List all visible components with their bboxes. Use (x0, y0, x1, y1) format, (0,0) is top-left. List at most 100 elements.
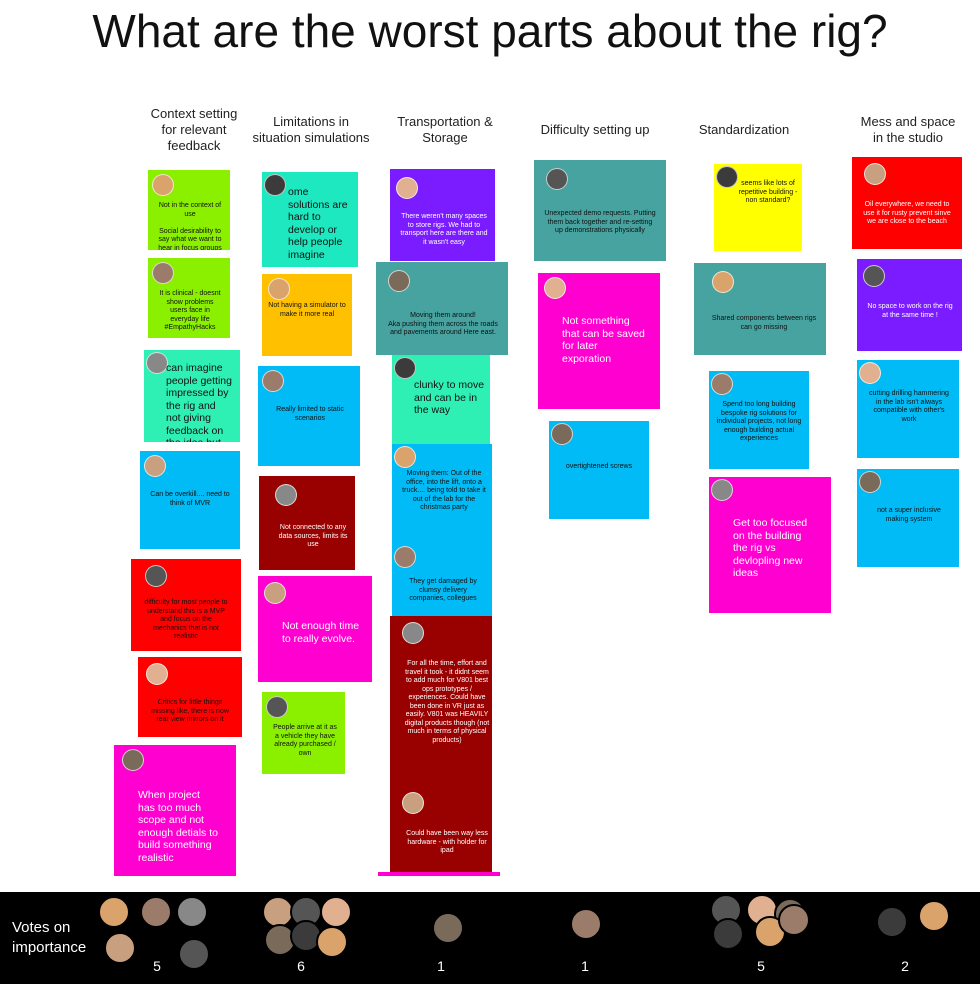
avatar (711, 479, 733, 501)
note-text: It is clinical - doesnt show problems us… (159, 290, 221, 331)
sticky-note-c6n1[interactable]: Oil everywhere, we need to use it for ru… (852, 157, 962, 249)
vote-count: 5 (153, 958, 161, 974)
avatar (122, 749, 144, 771)
note-text: Not connected to any data sources, limit… (278, 524, 348, 548)
note-text: Unexpected demo requests. Putting them b… (544, 210, 656, 234)
note-text: Critics for little things missing like, … (151, 699, 229, 723)
voter-avatar (918, 900, 950, 932)
sticky-note-c2n3[interactable]: Really limited to static scenarios (258, 366, 360, 466)
avatar (544, 277, 566, 299)
avatar (546, 168, 568, 190)
avatar (402, 792, 424, 814)
sticky-note-c2n4[interactable]: Not connected to any data sources, limit… (259, 476, 355, 570)
note-text: difficulty for most people to understand… (144, 599, 228, 640)
note-text: Oil everywhere, we need to use it for ru… (863, 201, 951, 225)
note-text: Spend too long building bespoke rig solu… (716, 401, 802, 442)
sticky-note-c4n2[interactable]: Not something that can be saved for late… (538, 273, 660, 409)
sticky-note-c1n2[interactable]: It is clinical - doesnt show problems us… (148, 258, 230, 338)
note-text: Not having a simulator to make it more r… (268, 302, 346, 318)
avatar (262, 370, 284, 392)
sticky-note-c1n6[interactable]: Critics for little things missing like, … (138, 657, 242, 737)
sticky-note-c6n2[interactable]: No space to work on the rig at the same … (857, 259, 962, 351)
sticky-note-c1n5[interactable]: difficulty for most people to understand… (131, 559, 241, 651)
note-text: Not in the context of use Social desirab… (158, 202, 222, 250)
sticky-note-c4n3[interactable]: overtightened screws (549, 421, 649, 519)
avatar (712, 271, 734, 293)
voter-avatar (712, 918, 744, 950)
vote-count: 2 (901, 958, 909, 974)
avatar (402, 622, 424, 644)
note-text: Get too focused on the building the rig … (733, 517, 808, 579)
column-header-3: Transportation & Storage (397, 114, 493, 145)
sticky-note-c5n1[interactable]: seems like lots of repetitive building -… (714, 164, 802, 251)
avatar (863, 265, 885, 287)
column-header-5: Standardization (698, 122, 790, 137)
note-text: Really limited to static scenarios (276, 406, 344, 422)
note-text: Could have been way less hardware - with… (406, 830, 488, 854)
sticky-note-c1n1[interactable]: Not in the context of use Social desirab… (148, 170, 230, 250)
voter-avatar (176, 896, 208, 928)
note-text: When project has too much scope and not … (138, 789, 218, 864)
note-text: There weren't many spaces to store rigs.… (400, 213, 488, 246)
column-header-4: Difficulty setting up (540, 122, 650, 137)
avatar (394, 357, 416, 379)
voter-avatar (104, 932, 136, 964)
sticky-note-c2n2[interactable]: Not having a simulator to make it more r… (262, 274, 352, 356)
note-text: Shared components between rigs can go mi… (711, 315, 817, 331)
voter-avatar (432, 912, 464, 944)
sticky-note-c2n1[interactable]: ome solutions are hard to develop or hel… (262, 172, 358, 267)
avatar (144, 455, 166, 477)
sticky-note-c4n1[interactable]: Unexpected demo requests. Putting them b… (534, 160, 666, 261)
note-text: Moving them around! Aka pushing them acr… (388, 312, 498, 336)
sticky-note-c5n4[interactable]: Get too focused on the building the rig … (709, 477, 831, 613)
sticky-note-c3n2[interactable]: Moving them around! Aka pushing them acr… (376, 262, 508, 355)
sticky-note-c6n4[interactable]: not a super inclusive making system (857, 469, 959, 567)
avatar (275, 484, 297, 506)
note-text: not a super inclusive making system (877, 507, 941, 523)
sticky-note-c2n6[interactable]: People arrive at it as a vehicle they ha… (262, 692, 345, 774)
sticky-note-c3n4[interactable]: Moving them: Out of the office, into the… (392, 444, 492, 544)
note-text: cutting drilling hammering in the lab is… (869, 390, 949, 423)
sticky-note-c1n3[interactable]: can imagine people getting impressed by … (144, 350, 240, 442)
avatar (396, 177, 418, 199)
avatar (394, 446, 416, 468)
voter-avatar (778, 904, 810, 936)
sticky-note-c5n2[interactable]: Shared components between rigs can go mi… (694, 263, 826, 355)
note-text: overtightened screws (565, 463, 633, 470)
avatar (152, 262, 174, 284)
sticky-note-c2n5[interactable]: Not enough time to really evolve. (258, 576, 372, 682)
avatar (551, 423, 573, 445)
sticky-note-c1n4[interactable]: Can be overkill.... need to think of MVR (140, 451, 240, 549)
note-text: clunky to move and can be in the way (414, 379, 485, 416)
vote-count: 1 (437, 958, 445, 974)
avatar (152, 174, 174, 196)
voter-avatar (98, 896, 130, 928)
avatar (268, 278, 290, 300)
sticky-note-c5n3[interactable]: Spend too long building bespoke rig solu… (709, 371, 809, 469)
avatar (264, 174, 286, 196)
sticky-note-c1n7[interactable]: When project has too much scope and not … (114, 745, 236, 876)
note-text: Moving them: Out of the office, into the… (402, 470, 486, 511)
avatar (146, 352, 168, 374)
note-text: Not something that can be saved for late… (562, 315, 645, 365)
note-text: People arrive at it as a vehicle they ha… (273, 724, 337, 757)
avatar (145, 565, 167, 587)
avatar (394, 546, 416, 568)
avatar (711, 373, 733, 395)
avatar (716, 166, 738, 188)
note-text: seems like lots of repetitive building -… (738, 180, 798, 204)
voter-avatar (262, 896, 294, 928)
vote-count: 5 (757, 958, 765, 974)
avatar (864, 163, 886, 185)
avatar (264, 582, 286, 604)
sticky-note-c6n3[interactable]: cutting drilling hammering in the lab is… (857, 360, 959, 458)
sticky-note-c3n5[interactable]: They get damaged by clumsy delivery comp… (392, 544, 492, 616)
voter-avatar (140, 896, 172, 928)
divider-line (378, 872, 500, 876)
avatar (388, 270, 410, 292)
note-text: can imagine people getting impressed by … (166, 362, 232, 442)
sticky-note-c3n3[interactable]: clunky to move and can be in the way (392, 355, 490, 445)
sticky-note-c3n7[interactable]: Could have been way less hardware - with… (390, 786, 492, 876)
voter-avatar (316, 926, 348, 958)
sticky-note-c3n1[interactable]: There weren't many spaces to store rigs.… (390, 169, 495, 261)
